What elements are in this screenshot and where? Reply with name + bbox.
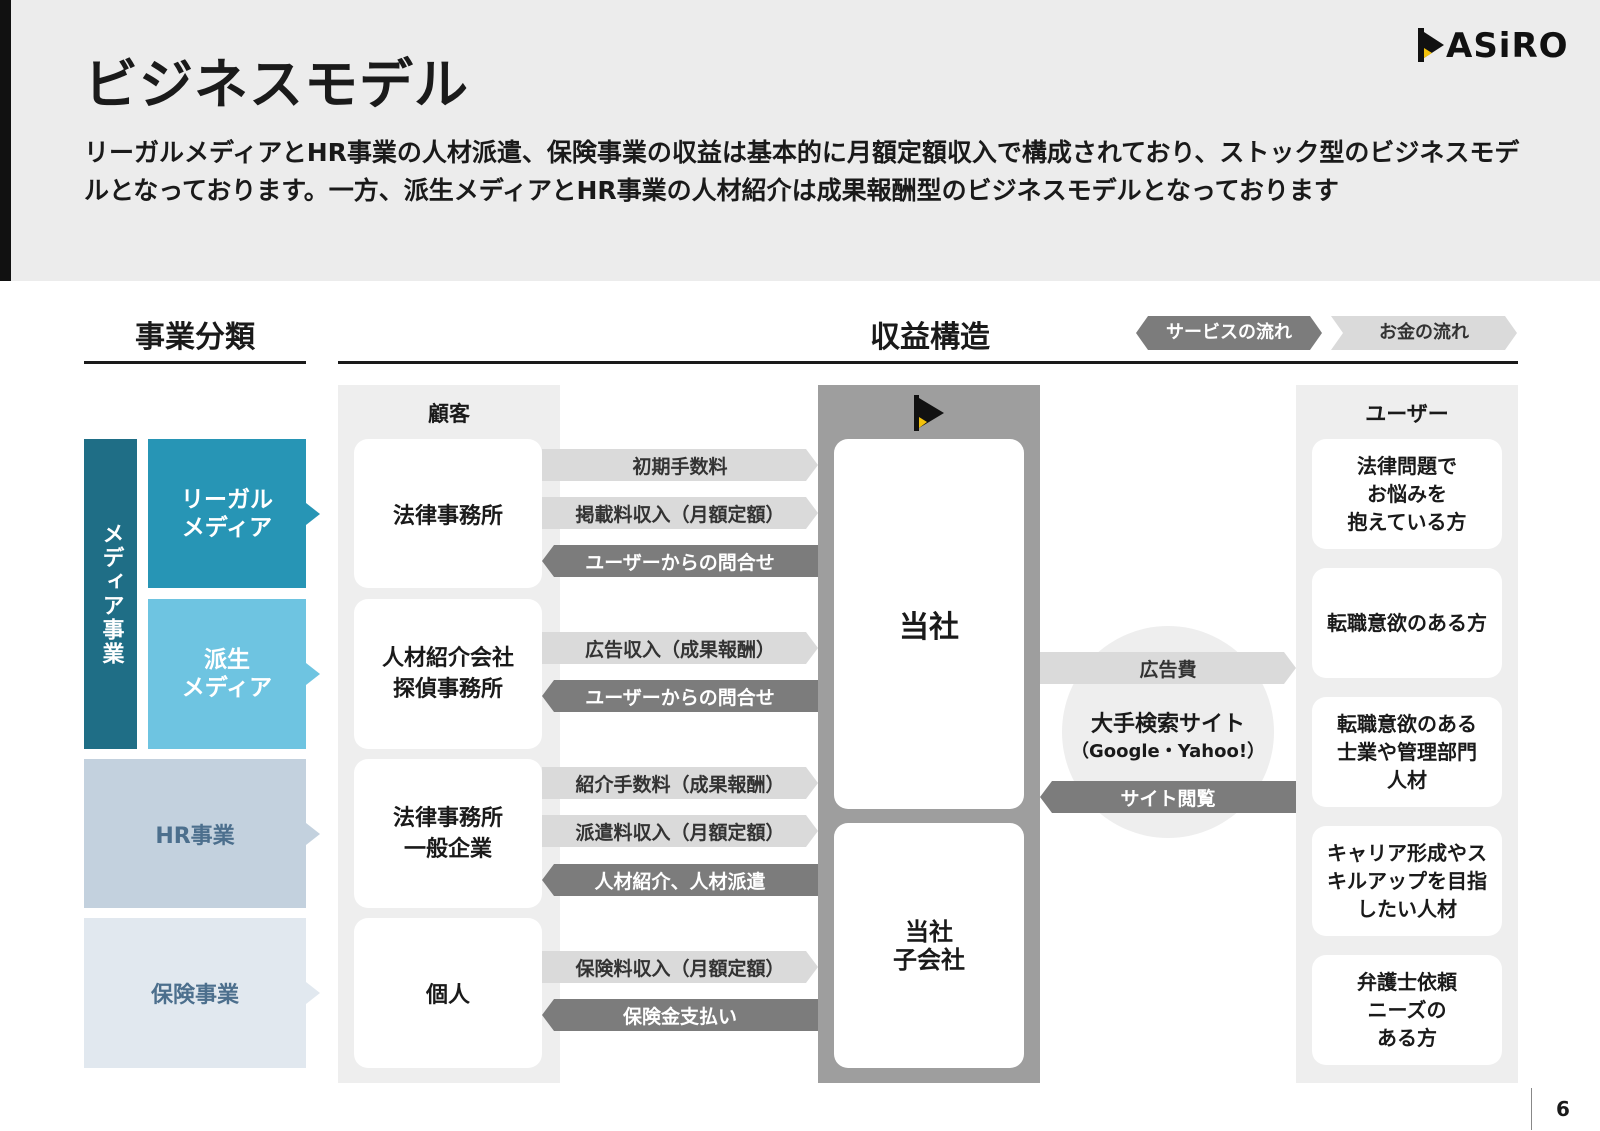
play-arrow-icon — [1418, 28, 1444, 62]
customer-label: 法律事務所 — [392, 503, 503, 529]
flow-arrow-listing-fee: 掲載料収入（月額定額） — [542, 497, 818, 529]
legend-money-arrow-shape — [1331, 316, 1517, 350]
page-number-divider — [1531, 1088, 1532, 1130]
flow-arrow-dispatch-fee: 派遣料収入（月額定額） — [542, 815, 818, 847]
flow-label: 広告収入（成果報酬） — [584, 638, 775, 661]
header-accent-bar — [0, 0, 11, 281]
flow-label: 人材紹介、人材派遣 — [594, 870, 766, 893]
user-box-career: キャリア形成やス キルアップを目指 したい人材 — [1312, 826, 1502, 936]
service-arrow-shape — [542, 999, 818, 1031]
customer-label: 人材紹介会社 探偵事務所 — [381, 646, 514, 702]
money-arrow-shape — [542, 449, 818, 481]
flow-arrow-ad-fee: 広告費 — [1040, 652, 1296, 684]
category-legal-media: リーガル メディア — [148, 439, 306, 588]
company-label: 当社 — [899, 610, 959, 645]
service-arrow-shape — [542, 545, 818, 577]
legal-media-pointer — [306, 503, 320, 525]
legend-service-label: サービスの流れ — [1166, 322, 1292, 343]
flow-arrow-site-view: サイト閲覧 — [1040, 781, 1296, 813]
user-header: ユーザー — [1365, 402, 1449, 426]
customer-box-law-office: 法律事務所 — [354, 439, 542, 588]
service-arrow-shape — [1040, 781, 1296, 813]
user-label: 転職意欲のある方 — [1327, 611, 1487, 635]
legend-money-flow: お金の流れ — [1331, 316, 1517, 350]
flow-arrow-ad-revenue: 広告収入（成果報酬） — [542, 632, 818, 664]
flow-label: 掲載料収入（月額定額） — [575, 503, 785, 526]
flow-label: ユーザーからの問合せ — [585, 686, 775, 709]
legend-service-flow: サービスの流れ — [1136, 316, 1322, 350]
page-title: ビジネスモデル — [84, 53, 469, 116]
derived-media-pointer — [306, 663, 320, 685]
user-label: 転職意欲のある 士業や管理部門 人材 — [1337, 712, 1477, 792]
flow-arrow-claim-payment: 保険金支払い — [542, 999, 818, 1031]
flow-label: ユーザーからの問合せ — [585, 551, 775, 574]
user-label: 弁護士依頼 ニーズの ある方 — [1357, 970, 1457, 1050]
flow-label: 広告費 — [1139, 658, 1197, 681]
customer-header: 顧客 — [428, 402, 470, 426]
flow-arrow-premium: 保険料収入（月額定額） — [542, 951, 818, 983]
flow-label: サイト閲覧 — [1120, 787, 1216, 810]
flow-label: 紹介手数料（成果報酬） — [575, 773, 785, 796]
money-arrow-shape — [542, 632, 818, 664]
user-box-professionals: 転職意欲のある 士業や管理部門 人材 — [1312, 697, 1502, 807]
section-title-business-category: 事業分類 — [135, 320, 255, 355]
flow-label: 派遣料収入（月額定額） — [575, 821, 785, 844]
user-label: キャリア形成やス キルアップを目指 したい人材 — [1327, 841, 1487, 921]
flow-label: 保険金支払い — [622, 1005, 737, 1028]
money-arrow-shape — [542, 497, 818, 529]
customer-box-recruiting: 人材紹介会社 探偵事務所 — [354, 599, 542, 749]
legend-service-arrow-shape — [1136, 316, 1322, 350]
legend-money-label: お金の流れ — [1379, 322, 1469, 343]
money-arrow-shape — [542, 951, 818, 983]
service-arrow-shape — [542, 864, 818, 896]
flow-label: 初期手数料 — [632, 455, 728, 478]
search-site-examples: （Google・Yahoo!） — [1070, 741, 1266, 762]
flow-arrow-initial-fee: 初期手数料 — [542, 449, 818, 481]
flow-arrow-staffing: 人材紹介、人材派遣 — [542, 864, 818, 896]
page-number: 6 — [1556, 1097, 1570, 1121]
search-site-name: 大手検索サイト — [1090, 712, 1245, 737]
asiro-mark-icon — [914, 395, 944, 431]
money-arrow-shape — [542, 767, 818, 799]
hr-pointer — [306, 823, 320, 845]
intro-paragraph: リーガルメディアとHR事業の人材派遣、保険事業の収益は基本的に月額定額収入で構成… — [84, 138, 1520, 205]
header-band — [0, 0, 1600, 281]
rule-revenue-structure — [338, 361, 1518, 364]
category-insurance-business: 保険事業 — [84, 918, 306, 1068]
asiro-logo: ASiRO — [1418, 26, 1576, 66]
user-label: 法律問題で お悩みを 抱えている方 — [1347, 454, 1467, 534]
flow-arrow-referral-fee: 紹介手数料（成果報酬） — [542, 767, 818, 799]
customer-box-individual: 個人 — [354, 918, 542, 1068]
category-hr-business: HR事業 — [84, 759, 306, 908]
user-box-job-change: 転職意欲のある方 — [1312, 568, 1502, 678]
category-derived-media: 派生 メディア — [148, 599, 306, 749]
logo-text: ASiRO — [1446, 26, 1569, 66]
customer-label: 法律事務所 一般企業 — [392, 805, 503, 862]
customer-label: 個人 — [425, 983, 470, 1008]
money-arrow-shape — [1040, 652, 1296, 684]
category-media-business: メディア事業 — [84, 439, 137, 749]
user-box-legal-problem: 法律問題で お悩みを 抱えている方 — [1312, 439, 1502, 549]
insurance-pointer — [306, 982, 320, 1004]
flow-arrow-user-inquiry-derived: ユーザーからの問合せ — [542, 680, 818, 712]
rule-business-category — [84, 361, 306, 364]
customer-box-companies: 法律事務所 一般企業 — [354, 759, 542, 908]
flow-arrow-user-inquiry-legal: ユーザーからの問合せ — [542, 545, 818, 577]
money-arrow-shape — [542, 815, 818, 847]
flow-label: 保険料収入（月額定額） — [575, 957, 785, 980]
service-arrow-shape — [542, 680, 818, 712]
subsidiary-label: 当社 子会社 — [893, 917, 965, 974]
section-title-revenue-structure: 収益構造 — [870, 320, 990, 355]
company-box-main: 当社 — [834, 439, 1024, 809]
company-box-subsidiary: 当社 子会社 — [834, 823, 1024, 1068]
user-box-lawyer-need: 弁護士依頼 ニーズの ある方 — [1312, 955, 1502, 1065]
